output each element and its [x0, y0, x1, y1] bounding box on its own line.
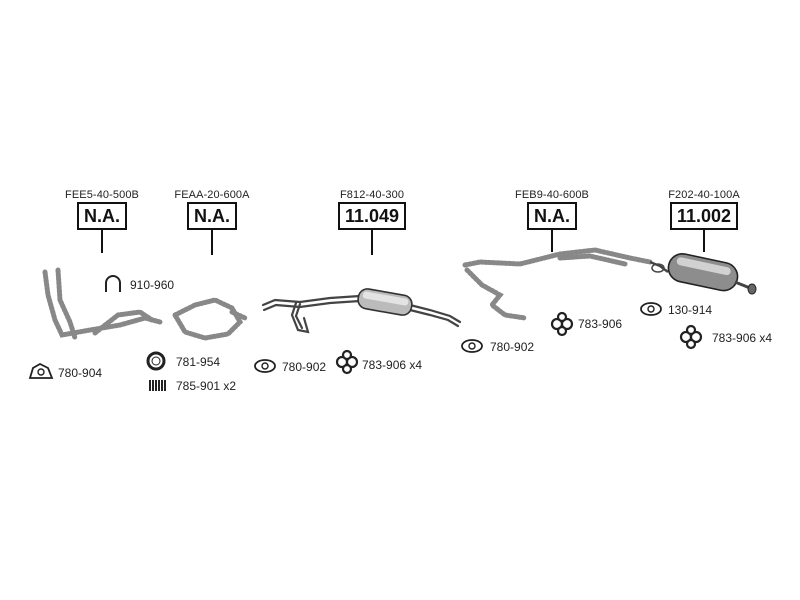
- gasket-icon: [254, 359, 276, 373]
- fitting-label: 781-954: [176, 355, 221, 369]
- front-pipe-part: [42, 267, 163, 341]
- part-code-label: FEAA-20-600A: [174, 189, 250, 201]
- fitting-label: 780-902: [490, 340, 535, 354]
- rubber-mount-icon: [550, 311, 574, 337]
- part-code-label: F202-40-100A: [668, 189, 740, 201]
- fitting-label: 783-906 x4: [362, 358, 423, 372]
- fitting-label: 780-904: [58, 366, 103, 380]
- fitting-label: 130-914: [668, 303, 713, 317]
- fitting-label: 780-902: [282, 360, 327, 374]
- gasket-icon: [461, 339, 483, 353]
- gasket-icon: [640, 302, 662, 316]
- rubber-mount-icon: [335, 349, 359, 375]
- middle-muffler: [357, 288, 413, 316]
- price-box[interactable]: N.A.: [77, 202, 127, 230]
- fitting-label: 910-960: [130, 278, 175, 292]
- rubber-mount-icon: [679, 324, 703, 350]
- part-code-label: FEB9-40-600B: [515, 189, 589, 201]
- rear-silencer-part: [649, 253, 757, 295]
- part-code-label: F812-40-300: [339, 189, 405, 201]
- price-box[interactable]: 11.002: [670, 202, 738, 230]
- u-clamp-icon: [105, 275, 121, 292]
- middle-pipe-part: [261, 294, 462, 334]
- fitting-label: 783-906: [578, 317, 623, 331]
- gasket-icon: [28, 362, 54, 379]
- part-code-label: FEE5-40-500B: [65, 189, 139, 201]
- fitting-label: 783-906 x4: [712, 331, 773, 345]
- fitting-label: 785-901 x2: [176, 379, 237, 393]
- spring-icon: [149, 380, 166, 391]
- intermediate-pipe-part: [462, 247, 653, 321]
- ring-icon: [146, 351, 166, 371]
- catalyst-part: [171, 297, 248, 341]
